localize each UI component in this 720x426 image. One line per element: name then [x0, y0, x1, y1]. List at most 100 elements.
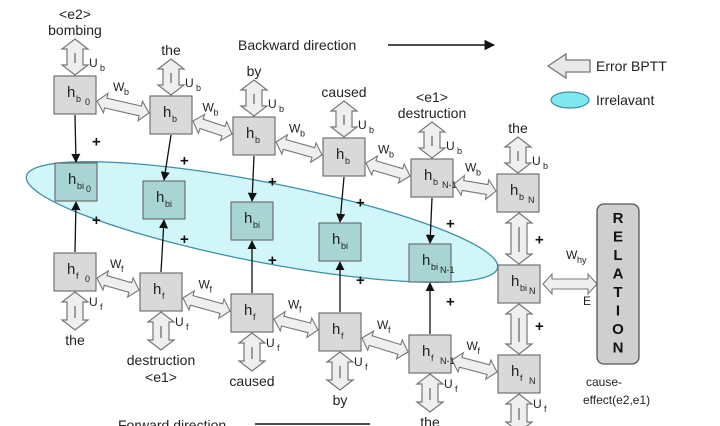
uf-label-1: U [175, 315, 184, 329]
hb-node-1-label: h [163, 104, 171, 121]
bottom-word-2: caused [229, 373, 274, 389]
relation-letter-6: O [612, 321, 624, 338]
plus-bottom-5: + [535, 318, 544, 335]
hf-node-3-label: h [332, 321, 340, 338]
hbi-node-1-label: h [156, 189, 164, 206]
bottom-tag-e1: <e1> [145, 369, 177, 385]
relation-letter-2: L [613, 247, 622, 264]
hbi-node-5-sub2: N [529, 286, 536, 296]
f-to-bi-arrow-1 [158, 219, 169, 273]
hb-node-2-label: h [246, 125, 254, 142]
ub-label-1-sub: b [196, 83, 201, 93]
bottom-word-4: the [420, 414, 440, 426]
uf-label-5-sub: f [544, 404, 547, 414]
backward-direction-label: Backward direction [238, 37, 356, 53]
hf-node-2-sub: f [253, 312, 256, 322]
wf-label-4: W [467, 339, 479, 353]
hf-node-3-sub: f [341, 331, 344, 341]
hf-node-5-sub: f [520, 373, 523, 383]
output-label-line2: effect(e2,e1) [583, 393, 650, 407]
b-to-bi-arrow-4 [425, 197, 435, 244]
hbi-node-3-label: h [332, 231, 340, 248]
bottom-word-0: the [65, 332, 85, 348]
plus-bottom-0: + [92, 212, 101, 229]
uf-label-3: U [354, 355, 363, 369]
hb-node-0-label: h [67, 84, 75, 101]
uf-label-2-sub: f [277, 343, 280, 353]
wb-label-2-sub: b [300, 129, 305, 139]
hb-node-3-label: h [336, 146, 344, 163]
ub-label-1: U [185, 76, 194, 90]
wf-label-1: W [199, 278, 211, 292]
error-bptt-legend-label: Error BPTT [596, 58, 667, 74]
top-word-0: bombing [48, 22, 102, 38]
plus-top-1: + [180, 153, 189, 170]
top-word-2: by [247, 63, 262, 79]
wb-label-1-sub: b [214, 108, 219, 118]
relation-box [596, 203, 640, 365]
wb-label-1: W [203, 101, 215, 115]
wf-label-0: W [110, 257, 122, 271]
hf-node-4 [408, 334, 452, 374]
hb-node-4 [410, 158, 454, 198]
wf-link-1 [182, 289, 231, 320]
forward-direction-label: Forward direction [118, 417, 226, 426]
plus-bottom-3: + [356, 272, 365, 289]
wb-link-2 [275, 133, 323, 164]
hbi-node-4-sub: bi [431, 262, 438, 272]
wf-label-4-sub: f [478, 346, 481, 356]
wf-label-3-sub: f [388, 325, 391, 335]
hf-node-4-sub2: N-1 [440, 356, 455, 366]
f-to-bi-arrow-0 [71, 201, 81, 253]
wb-label-3: W [378, 143, 390, 157]
hbi-node-1 [142, 180, 186, 220]
b-to-bi-arrow-0 [71, 114, 81, 163]
ub-label-4: U [446, 139, 455, 153]
e-label: E [583, 294, 591, 308]
ub-label-2: U [268, 97, 277, 111]
hb-node-3-sub: b [345, 156, 350, 166]
hb-node-4-sub2: N-1 [442, 180, 457, 190]
hb-node-5-sub2: N [528, 195, 535, 205]
error-bptt-legend-icon [546, 52, 591, 80]
uf-label-4: U [444, 377, 453, 391]
hbi-node-2 [230, 201, 274, 241]
hf-node-4-label: h [422, 343, 430, 360]
wf-link-4 [451, 351, 498, 381]
b-to-bi-arrow-3 [336, 176, 346, 223]
hbi-node-0-sub2: 0 [86, 184, 91, 194]
output-label-line1: cause- [586, 375, 622, 389]
top-tag-e2: <e2> [59, 6, 91, 22]
hf-node-5-label: h [511, 363, 519, 380]
hbi-node-5 [497, 264, 541, 304]
wb-label-0: W [113, 80, 125, 94]
hf-node-5-sub2: N [529, 376, 536, 386]
irrelevant-legend-label: Irrelavant [596, 92, 654, 108]
hbi-node-0 [54, 162, 98, 202]
wf-link-2 [273, 310, 319, 339]
bottom-word-1: destruction [127, 352, 195, 368]
wb-link-1 [192, 113, 233, 142]
wf-label-1-sub: f [210, 285, 213, 295]
ub-label-4-sub: b [457, 146, 462, 156]
plus-bottom-1: + [180, 231, 189, 248]
wb-link-3 [365, 154, 411, 185]
hf-node-1-label: h [153, 281, 161, 298]
ub-label-5: U [532, 154, 541, 168]
bottom-word-3: by [333, 392, 348, 408]
hb-node-5-label: h [510, 182, 518, 199]
relation-letter-4: T [613, 284, 622, 301]
wb-link-4 [453, 174, 497, 201]
hb-node-4-sub: b [433, 177, 438, 187]
hf-node-2-label: h [244, 302, 252, 319]
hf-node-2 [230, 293, 274, 333]
hf-node-0-sub: f [76, 271, 79, 281]
wf-label-2: W [288, 298, 300, 312]
plus-top-0: + [92, 134, 101, 151]
plus-top-5: + [535, 232, 544, 249]
hb-node-3 [322, 137, 366, 177]
plus-top-4: + [446, 216, 455, 233]
hbi-node-3-sub: bi [341, 241, 348, 251]
why-label: W [566, 248, 578, 262]
wf-link-0 [96, 269, 140, 299]
